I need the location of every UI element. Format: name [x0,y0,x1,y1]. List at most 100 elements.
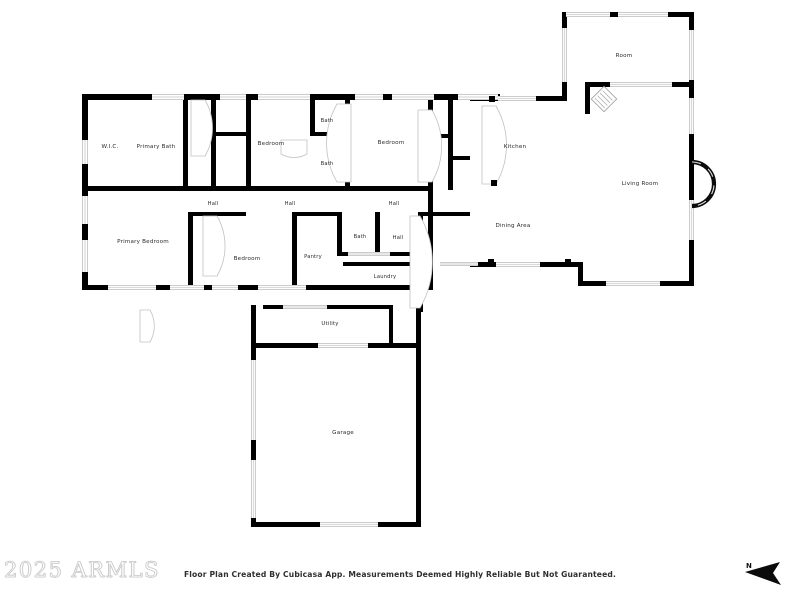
door-swing [202,215,226,277]
wall-segment [211,132,251,136]
window-pane [84,140,86,164]
wall-segment [343,262,421,266]
window-frame [498,100,536,101]
fireplace-hatch [594,97,606,109]
window-frame [258,94,310,95]
window-pane [496,263,540,266]
window-frame [87,240,88,272]
window-layer [82,12,694,527]
window-frame [689,98,690,134]
wall-segment [292,212,342,216]
window-frame [355,94,383,95]
window-frame [318,343,368,344]
window-pane [610,83,672,86]
wall-segment [188,212,246,216]
north-letter: N [746,562,752,570]
window-frame [82,196,83,224]
window-frame [498,96,536,97]
window-frame [610,86,672,87]
window-frame [566,16,610,17]
wall-segment [448,156,470,160]
window-pane [252,460,255,518]
window-frame [618,12,668,13]
window-pane [220,96,246,98]
wall-segment [310,94,315,136]
window-frame [392,94,434,95]
window-frame [108,285,156,286]
structural-column [489,96,495,102]
window-frame [82,140,83,164]
window-frame [82,240,83,272]
window-frame [220,99,246,100]
window-frame [458,94,498,95]
window-frame [255,360,256,440]
window-pane [458,96,498,98]
north-arrow-icon: N [740,558,788,588]
door-swing [481,105,507,185]
window-frame [87,196,88,224]
window-pane [618,13,668,16]
window-frame [255,460,256,518]
door-swing [139,309,155,343]
north-arrow-glyph [745,562,781,585]
window-frame [618,16,668,17]
window-frame [283,305,327,306]
fireplace-icon [590,85,618,113]
structural-column [565,259,571,265]
window-pane [392,96,434,98]
window-frame [170,289,204,290]
structural-column [491,180,497,186]
window-pane [108,286,156,289]
door-swing [190,99,213,157]
window-pane [690,98,693,134]
wall-segment [418,212,470,216]
window-frame [392,99,434,100]
window-pane [320,523,378,526]
door-swing [409,215,433,309]
wall-segment [82,285,428,290]
window-pane [258,96,310,98]
bay-window [691,159,717,209]
wall-segment [337,212,342,256]
window-frame [251,460,252,518]
window-frame [496,262,540,263]
window-frame [566,28,567,82]
window-frame [693,30,694,80]
window-frame [212,289,238,290]
window-frame [251,360,252,440]
window-frame [318,347,368,348]
wall-segment [428,94,433,290]
window-frame [693,98,694,134]
fireplace-hatch [597,95,608,106]
wall-segment [448,94,453,190]
window-pane [318,344,368,347]
door-swing [326,103,352,183]
window-frame [689,200,690,240]
structural-column [488,259,494,265]
window-frame [258,289,306,290]
wall-segment [416,262,421,527]
window-pane [283,306,327,308]
window-frame [320,526,378,527]
window-pane [252,360,255,440]
door-layer [139,99,507,343]
window-frame [348,255,390,256]
window-pane [606,282,660,285]
window-frame [170,285,204,286]
window-pane [152,96,184,98]
window-frame [610,82,672,83]
window-frame [258,285,306,286]
window-pane [566,13,610,16]
wall-segment [246,94,251,190]
window-frame [566,12,610,13]
wall-segment [183,94,188,190]
window-pane [170,286,204,289]
window-pane [690,30,693,80]
watermark: 2025 ARMLS [4,558,160,583]
fireplace-hatch [602,90,613,101]
window-pane [212,286,238,289]
window-frame [220,94,246,95]
window-frame [152,94,184,95]
